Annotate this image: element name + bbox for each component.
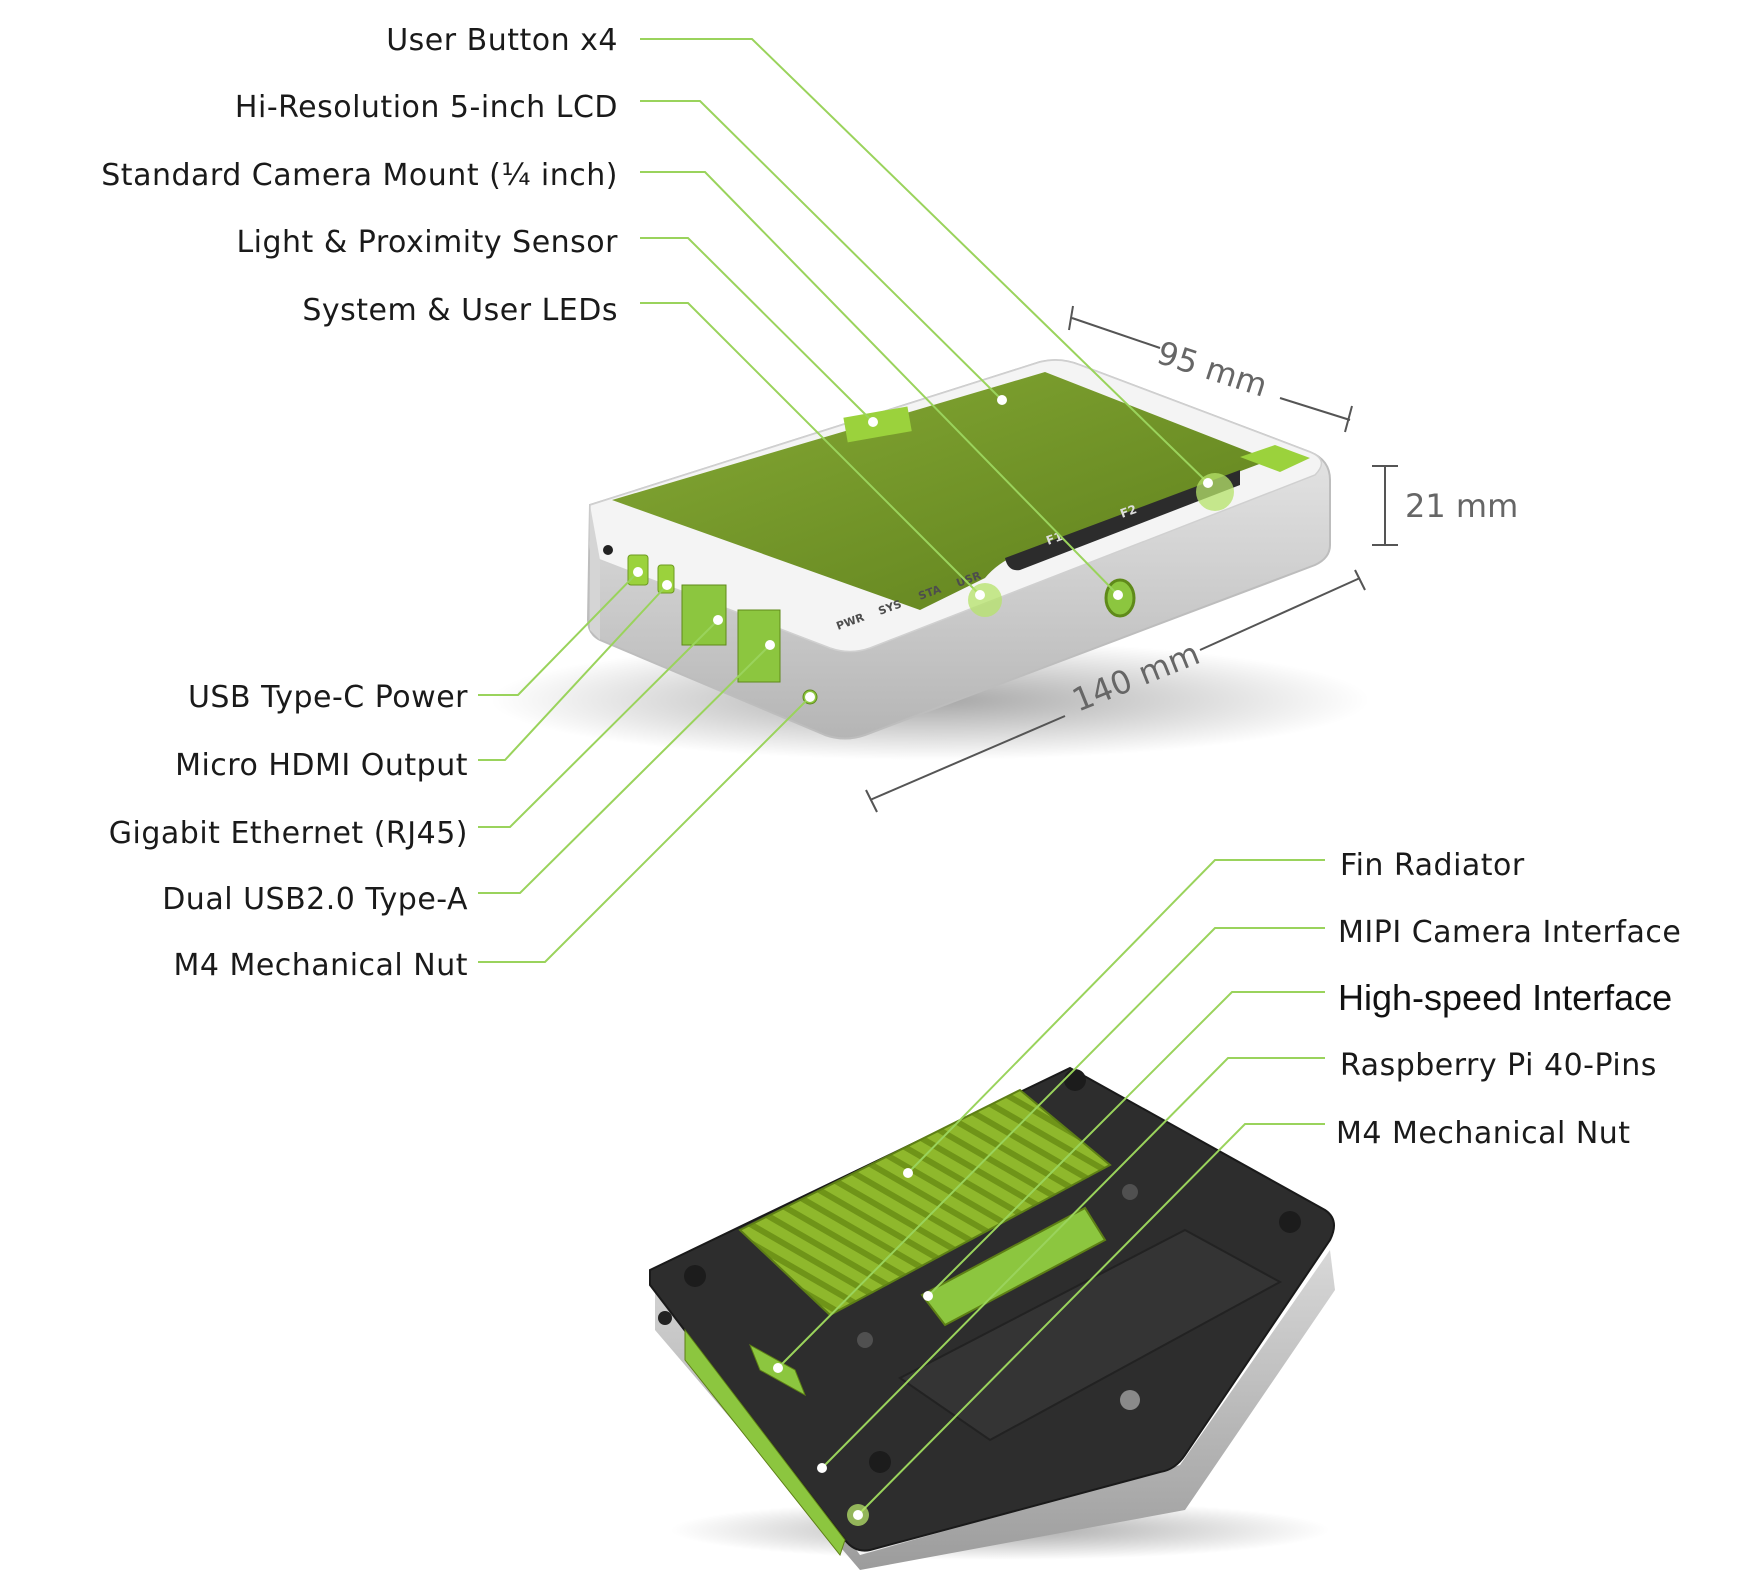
callout-micro-hdmi: Micro HDMI Output <box>175 580 672 783</box>
ethernet-port-icon <box>681 584 727 646</box>
callout-lcd: Hi-Resolution 5-inch LCD <box>235 90 1007 405</box>
label-camera-mount: Standard Camera Mount (¼ inch) <box>101 158 618 193</box>
base-side <box>655 1250 1335 1570</box>
callout-usb-a: Dual USB2.0 Type-A <box>162 640 775 917</box>
key-f2-label: F2 <box>1118 502 1138 521</box>
callout-user-button: User Button x4 <box>386 23 1234 511</box>
top-device: F1 F2 PWR SYS STA USR <box>490 359 1370 760</box>
label-high-speed: High-speed Interface <box>1338 977 1672 1018</box>
label-light-sensor: Light & Proximity Sensor <box>236 225 618 260</box>
callout-m4-nut-bottom: M4 Mechanical Nut <box>847 1116 1631 1526</box>
label-fin: Fin Radiator <box>1340 848 1525 883</box>
callout-usb-c: USB Type-C Power <box>188 567 643 715</box>
label-m4-nut-top: M4 Mechanical Nut <box>173 948 468 983</box>
label-m4-nut-bottom: M4 Mechanical Nut <box>1336 1116 1631 1151</box>
lcd-screen <box>612 372 1270 610</box>
callout-mipi: MIPI Camera Interface <box>773 915 1681 1373</box>
callout-high-speed: High-speed Interface <box>923 977 1672 1301</box>
rpi-pins-icon <box>684 1328 846 1557</box>
label-leds: System & User LEDs <box>302 293 618 328</box>
fin-radiator-icon <box>738 1088 1112 1317</box>
dim-height-label: 21 mm <box>1405 487 1518 525</box>
callout-m4-nut-top: M4 Mechanical Nut <box>173 692 815 983</box>
label-lcd: Hi-Resolution 5-inch LCD <box>235 90 618 125</box>
bottom-device <box>649 1066 1335 1570</box>
dimension-height: 21 mm <box>1372 465 1518 546</box>
label-mipi: MIPI Camera Interface <box>1338 915 1681 950</box>
callout-camera-mount: Standard Camera Mount (¼ inch) <box>101 158 1123 600</box>
label-usb-a: Dual USB2.0 Type-A <box>162 882 468 917</box>
label-usb-c: USB Type-C Power <box>188 680 468 715</box>
label-micro-hdmi: Micro HDMI Output <box>175 748 468 783</box>
dim-width-label: 95 mm <box>1153 333 1272 404</box>
label-rpi: Raspberry Pi 40-Pins <box>1340 1048 1657 1083</box>
light-sensor-icon <box>843 406 912 443</box>
high-speed-interface-icon <box>920 1206 1107 1327</box>
label-ethernet: Gigabit Ethernet (RJ45) <box>109 816 468 851</box>
user-button-strip <box>1005 470 1240 571</box>
callout-ethernet: Gigabit Ethernet (RJ45) <box>109 615 723 851</box>
callout-fin: Fin Radiator <box>903 848 1525 1178</box>
label-user-button: User Button x4 <box>386 23 618 58</box>
callout-leds: System & User LEDs <box>302 293 1002 617</box>
headphone-jack-icon <box>603 545 613 555</box>
callout-rpi: Raspberry Pi 40-Pins <box>817 1048 1657 1473</box>
callout-light-sensor: Light & Proximity Sensor <box>236 225 878 427</box>
